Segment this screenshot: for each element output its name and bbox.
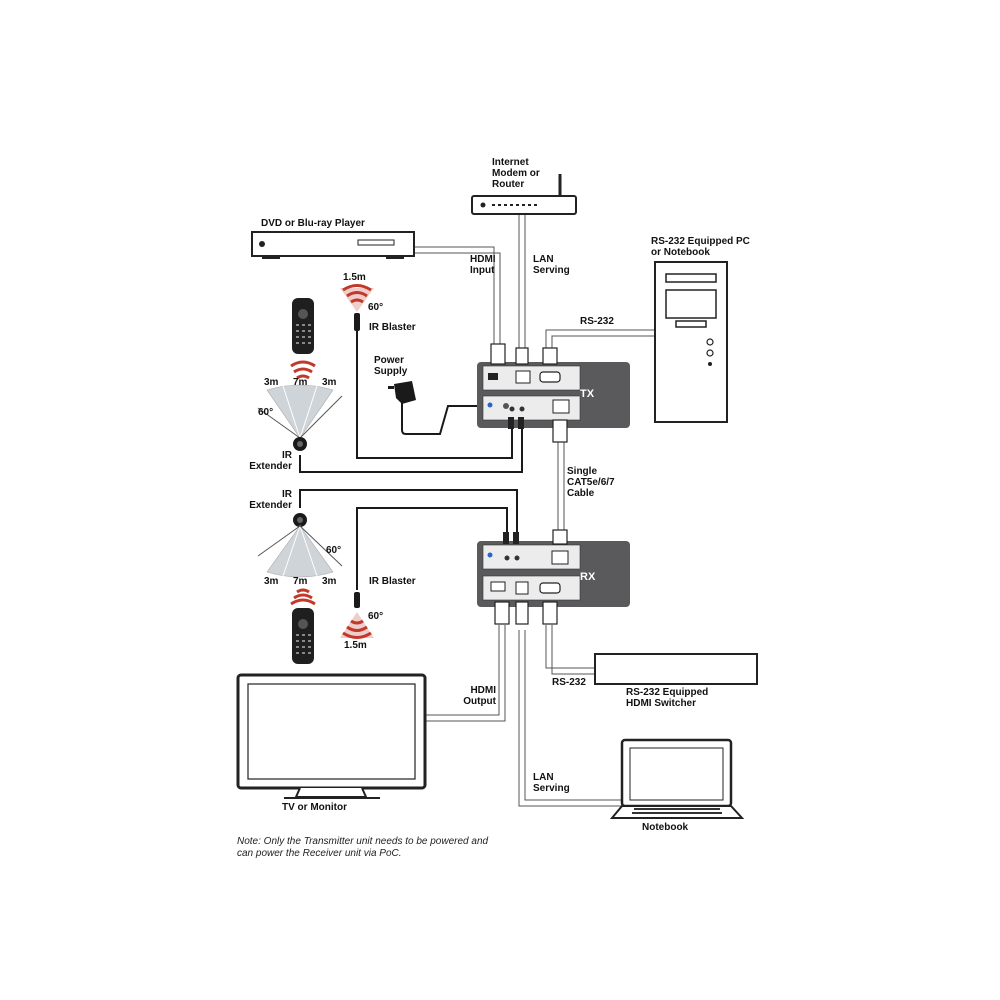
tx-unit: TX	[477, 362, 630, 428]
power-cord	[401, 402, 490, 435]
notebook-label: Notebook	[642, 822, 689, 833]
ir-blaster-top-angle: 60°	[368, 302, 383, 313]
rs232-cable-top	[545, 329, 655, 350]
lan-cable-bottom	[518, 630, 622, 807]
pc-tower	[654, 261, 728, 423]
modem-label: Internet Modem or Router	[492, 157, 540, 190]
ir-extender-cord-top	[299, 420, 523, 473]
rx-unit: RX	[477, 541, 630, 607]
ir-extender-bottom-range-right: 3m	[322, 576, 337, 587]
power-note: Note: Only the Transmitter unit needs to…	[237, 836, 489, 859]
hdmi-switcher	[594, 653, 758, 685]
tx-connectors	[490, 343, 568, 443]
ir-extender-bottom-label: IR Extender	[249, 489, 292, 511]
lan-serving-top-label: LAN Serving	[533, 254, 570, 276]
ir-blaster-top-label: IR Blaster	[369, 322, 416, 333]
ir-blaster-cord-top	[356, 330, 513, 459]
switcher-label: RS-232 Equipped HDMI Switcher	[626, 687, 709, 709]
ir-extender-top-range-center: 7m	[293, 377, 308, 388]
ir-extender-bottom-range-left: 3m	[264, 576, 279, 587]
ir-extender-bottom-range-center: 7m	[293, 576, 308, 587]
ir-blaster-bottom-range: 1.5m	[344, 640, 367, 651]
rx-tag: RX	[580, 571, 596, 583]
tx-tag: TX	[580, 388, 595, 400]
lan-cable-top	[518, 215, 526, 348]
ir-extender-cord-bottom	[299, 489, 518, 540]
rs232-cable-bottom	[545, 625, 595, 675]
remote-control-bottom	[290, 588, 316, 664]
rs232-bottom-label: RS-232	[552, 677, 586, 688]
ir-blaster-cord-bottom	[356, 507, 508, 590]
power-supply-label: Power Supply	[374, 355, 408, 377]
cat-cable	[557, 440, 565, 536]
ir-extender-top-range-left: 3m	[264, 377, 279, 388]
ir-extender-top-range-right: 3m	[322, 377, 337, 388]
ir-blaster-bottom-label: IR Blaster	[369, 576, 416, 587]
ir-blaster-top-range: 1.5m	[343, 272, 366, 283]
hdmi-input-label: HDMI Input	[470, 254, 496, 276]
ir-blaster-bottom-angle: 60°	[368, 611, 383, 622]
dvd-player-label: DVD or Blu-ray Player	[261, 218, 365, 229]
hdmi-input-cable	[414, 246, 501, 345]
ir-blaster-bottom	[340, 592, 374, 639]
ir-extender-top-label: IR Extender	[249, 450, 292, 472]
dvd-player	[251, 231, 415, 259]
notebook-computer	[609, 738, 745, 819]
ir-extender-top-angle: 60°	[258, 407, 273, 418]
cat-cable-label: Single CAT5e/6/7 Cable	[567, 466, 615, 499]
pc-label: RS-232 Equipped PC or Notebook	[651, 236, 750, 258]
modem-router	[471, 174, 577, 215]
power-supply	[388, 381, 416, 404]
tv-monitor	[236, 673, 427, 799]
tv-label: TV or Monitor	[282, 802, 347, 813]
ir-extender-bottom	[257, 513, 343, 578]
ir-extender-bottom-angle: 60°	[326, 545, 341, 556]
ir-blaster-top	[340, 284, 374, 331]
hdmi-output-label: HDMI Output	[463, 685, 496, 707]
lan-serving-bottom-label: LAN Serving	[533, 772, 570, 794]
rs232-top-label: RS-232	[580, 316, 614, 327]
remote-control-top	[290, 298, 316, 380]
rx-connectors	[494, 529, 568, 625]
hdmi-output-cable	[425, 625, 506, 722]
ir-extender-top	[257, 384, 343, 451]
